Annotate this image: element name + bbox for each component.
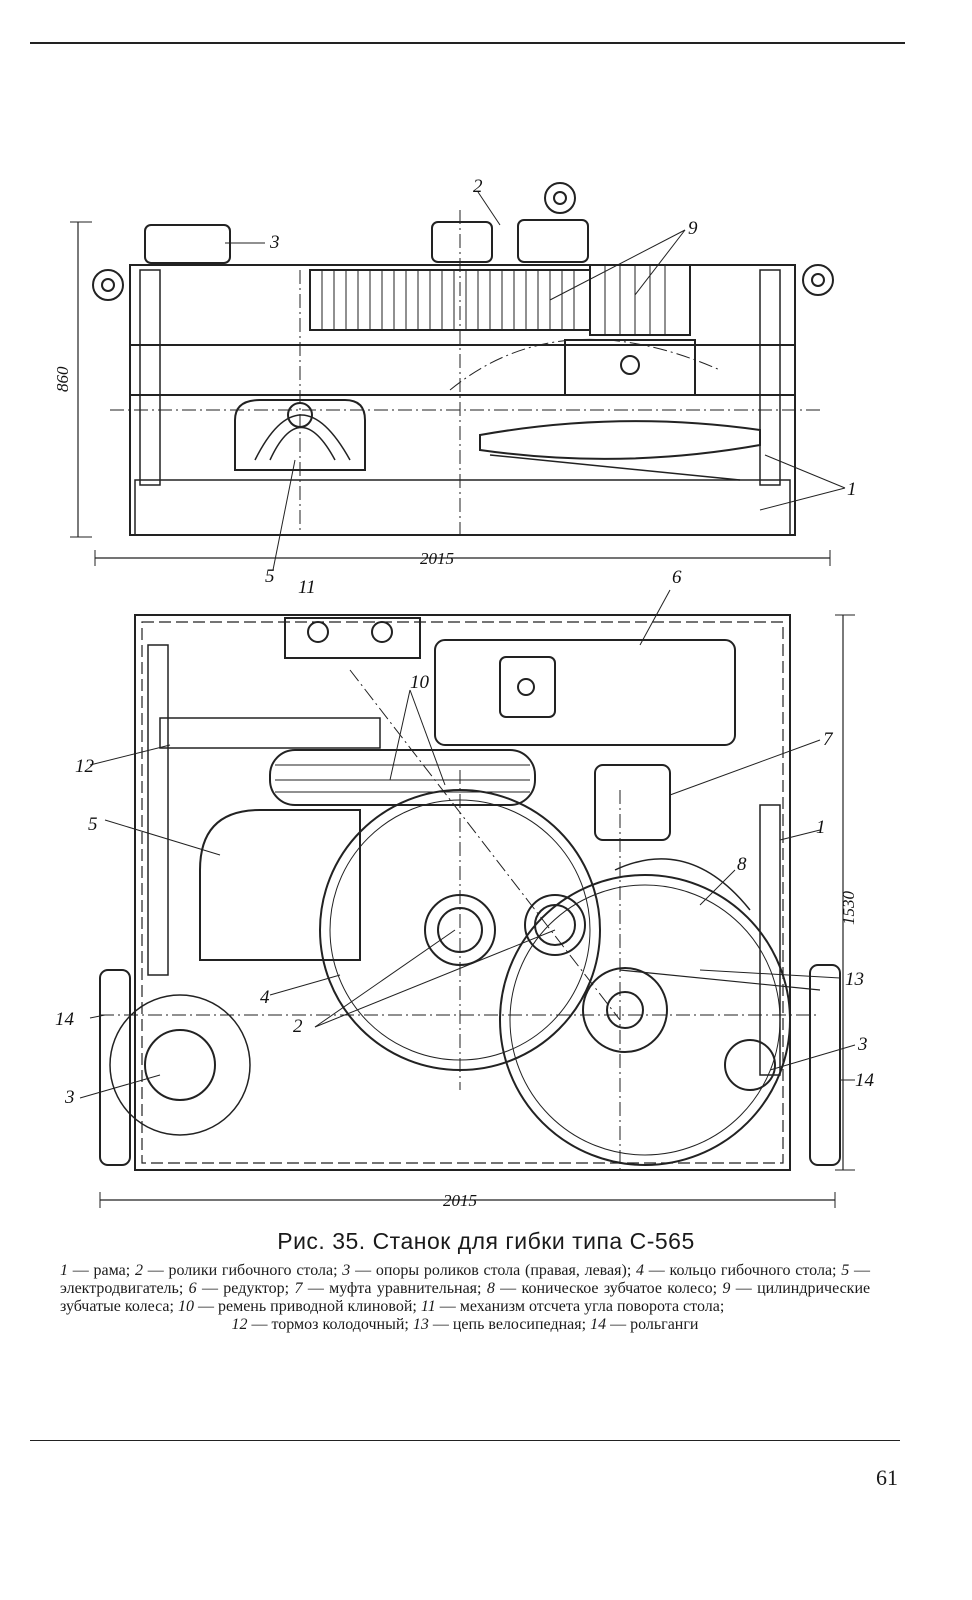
callout-3-top: 3: [269, 232, 280, 253]
legend-text: — механизм отсчета угла поворота стола;: [439, 1298, 725, 1315]
callout-1-bottom: 1: [816, 817, 826, 838]
legend-num: 4: [636, 1262, 645, 1279]
legend-text: — рама;: [72, 1262, 131, 1279]
callout-1-top: 1: [847, 479, 857, 500]
bottom-view: [79, 589, 856, 1208]
callout-2-bottom: 2: [293, 1016, 303, 1037]
legend-text: — рольганги: [610, 1316, 699, 1333]
legend-text: — ремень приводной клиновой;: [197, 1298, 417, 1315]
legend-text: — тормоз колодочный;: [251, 1316, 409, 1333]
legend-num: 2: [134, 1262, 143, 1279]
legend-text: — ролики гибочного стола;: [147, 1262, 338, 1279]
callout-5-top: 5: [265, 566, 275, 587]
figure-caption-title: Рис. 35. Станок для гибки типа С-565: [277, 1228, 695, 1254]
legend-num: 8: [486, 1280, 495, 1297]
callout-14-left: 14: [55, 1009, 75, 1030]
legend-num: 12: [231, 1316, 248, 1333]
dim-860: 860: [53, 366, 72, 392]
legend-num: 10: [177, 1298, 194, 1315]
legend-text: — цилиндрические зубчатые колеса;: [60, 1280, 871, 1315]
page-number: 61: [876, 1465, 898, 1490]
bottom-rule: [30, 1440, 900, 1441]
legend-text: — опоры роликов стола (правая, левая);: [355, 1262, 632, 1279]
callout-7: 7: [823, 729, 834, 750]
callout-5-bottom: 5: [88, 814, 98, 835]
legend-text: — кольцо гибочного стола;: [648, 1262, 837, 1279]
callout-3-right: 3: [857, 1034, 868, 1055]
legend-text: — коническое зубчатое колесо;: [500, 1280, 718, 1297]
legend-num: 13: [412, 1316, 429, 1333]
legend-num: 14: [590, 1316, 607, 1333]
figure-legend: 1 — рама; 2 — ролики гибочного стола; 3 …: [60, 1262, 870, 1334]
dim-2015-bottom: 2015: [443, 1191, 477, 1210]
legend-num: 3: [342, 1262, 351, 1279]
callout-6: 6: [672, 567, 682, 588]
legend-text: — цепь велосипедная;: [432, 1316, 587, 1333]
machine-drawing: 2 9 3 1 5 2015 860 11 6 10 7 12 5 1 8 13…: [53, 170, 875, 1215]
callout-9-top: 9: [688, 218, 698, 239]
callout-2-top: 2: [473, 176, 483, 197]
legend-text: — редуктор;: [201, 1280, 290, 1297]
dim-1530: 1530: [839, 891, 858, 926]
drawing-svg: 2 9 3 1 5 2015 860 11 6 10 7 12 5 1 8 13…: [53, 176, 875, 1210]
drawing-labels: 2 9 3 1 5 2015 860 11 6 10 7 12 5 1 8 13…: [53, 176, 875, 1210]
legend-num: 11: [420, 1298, 436, 1315]
legend-num: 1: [60, 1262, 68, 1279]
legend-num: 5: [841, 1262, 850, 1279]
callout-12: 12: [75, 756, 95, 777]
legend-num: 7: [294, 1280, 303, 1297]
legend-num: 9: [722, 1280, 731, 1297]
callout-13: 13: [845, 969, 864, 990]
legend-num: 6: [188, 1280, 197, 1297]
callout-8: 8: [737, 854, 747, 875]
top-view: [70, 182, 846, 571]
callout-14-right: 14: [855, 1070, 875, 1091]
legend-last-line: 12 — тормоз колодочный; 13 — цепь велоси…: [60, 1316, 870, 1334]
legend-text: — электродвигатель;: [60, 1262, 871, 1297]
legend-text: — муфта уравнительная;: [307, 1280, 482, 1297]
top-rule: [30, 42, 905, 44]
callout-11: 11: [298, 577, 316, 598]
callout-10: 10: [410, 672, 430, 693]
callout-4: 4: [260, 987, 270, 1008]
dim-2015-top: 2015: [420, 549, 454, 568]
callout-3-left: 3: [64, 1087, 75, 1108]
